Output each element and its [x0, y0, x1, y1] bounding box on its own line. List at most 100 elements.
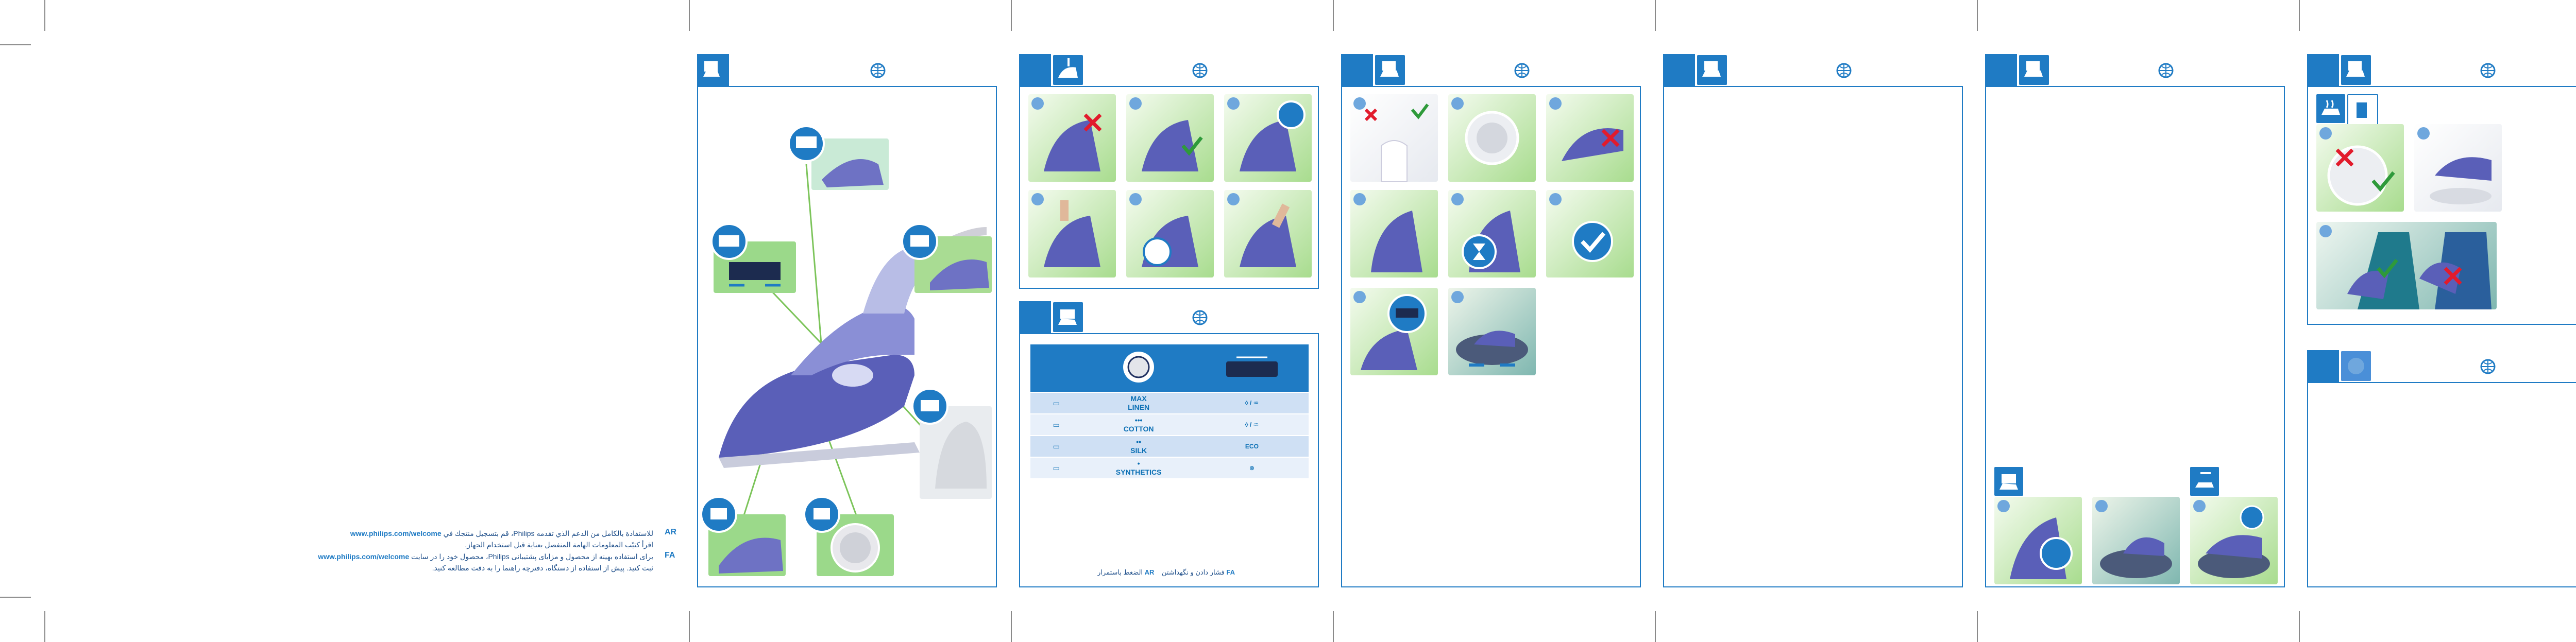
- globe-language-icon: [2480, 358, 2496, 375]
- step-cell: [1224, 94, 1312, 182]
- iron-dots-icon: ▭: [1030, 436, 1082, 458]
- footer-fa-label: FA: [1226, 568, 1235, 576]
- setting-silk: •• SILK: [1082, 436, 1195, 458]
- panel2-footer: FA فشار دادن و نگهداشتن AR الضغط باستمرا…: [1097, 568, 1235, 577]
- intro-fa-line-2: ثبت کنید. پیش از استفاده از دستگاه، دفتر…: [432, 564, 653, 572]
- panel-vertical-steam: [2307, 54, 2576, 587]
- page-number-block: [2307, 54, 2339, 86]
- step-cell: [2414, 124, 2502, 212]
- fold-mark: [1977, 611, 1978, 642]
- steam-value: ◊ / ♒: [1195, 392, 1309, 414]
- crop-mark: [0, 597, 31, 598]
- page-number-block: [2307, 350, 2339, 382]
- calc-clean-icon: [1994, 467, 2023, 496]
- fold-mark: [689, 0, 690, 31]
- crop-mark: [44, 0, 45, 31]
- vertical-steam-small-icon: [2347, 94, 2378, 125]
- panel-steam: [1341, 54, 1641, 587]
- steam-slider-icon: [1195, 344, 1309, 393]
- setting-cotton: ••• COTTON: [1082, 414, 1195, 436]
- iron-dots-icon: ▭: [1030, 414, 1082, 436]
- intro-ar-text-1: للاستفادة بالكامل من الدعم الذي تقدمه Ph…: [443, 529, 653, 537]
- step-cell: [1350, 288, 1438, 375]
- steam-value: ◊ / ♒: [1195, 414, 1309, 436]
- vertical-steam-icon: [2341, 55, 2371, 85]
- table-row: ▭ • SYNTHETICS ⊗: [1030, 457, 1309, 479]
- globe-language-icon: [1836, 62, 1852, 79]
- crop-mark: [0, 44, 31, 45]
- unplug-icon: [2190, 467, 2219, 496]
- panel-header: [1019, 54, 1319, 86]
- globe-language-icon: [2158, 62, 2174, 79]
- step-cell: [2316, 124, 2404, 212]
- intro-fa-text-1: برای استفاده بهینه از محصول و مزایای پشت…: [411, 552, 653, 561]
- blank-frame: [1663, 86, 1963, 587]
- fold-mark: [1655, 0, 1656, 31]
- footer-ar-text: الضغط باستمرار: [1097, 568, 1143, 576]
- panel-header: [1663, 54, 1963, 86]
- step-cell: [1546, 190, 1634, 277]
- globe-language-icon: [1192, 309, 1208, 326]
- footer-ar-label: AR: [1144, 568, 1155, 576]
- blank-frame-2: [2307, 382, 2576, 587]
- filling-steps-frame: [1019, 86, 1319, 289]
- page-number-block: [1985, 54, 2017, 86]
- intro-fa-line-1: برای استفاده بهینه از محصول و مزایای پشت…: [318, 551, 653, 562]
- iron-overview-illustration: [700, 125, 992, 576]
- step-cell: [2316, 222, 2497, 309]
- panel-cleaning: [1985, 54, 2285, 587]
- panel-header-2: [2307, 350, 2576, 382]
- fold-mark: [1011, 0, 1012, 31]
- step-cell: [1350, 94, 1438, 182]
- overview-frame: [697, 86, 997, 587]
- intro-fa-label: FA: [665, 551, 675, 560]
- settings-table-frame: ▭ MAX LINEN ◊ / ♒ ▭ ••• COTTON ◊ / ♒ ▭ •…: [1019, 333, 1319, 587]
- table-row: ▭ •• SILK ECO: [1030, 436, 1309, 458]
- step-cell: [2092, 497, 2180, 584]
- cleaning-frame: [1985, 86, 2285, 587]
- steam-boost-icon: [2316, 94, 2345, 123]
- panel-header: [1341, 54, 1641, 86]
- footer-fa-text: فشار دادن و نگهداشتن: [1161, 568, 1225, 576]
- iron-dots-icon: ▭: [1030, 457, 1082, 479]
- fold-mark: [2299, 0, 2300, 31]
- step-cell: [1350, 190, 1438, 277]
- crop-mark: [44, 611, 45, 642]
- steam-value: ECO: [1195, 436, 1309, 458]
- fabric-settings-table: ▭ MAX LINEN ◊ / ♒ ▭ ••• COTTON ◊ / ♒ ▭ •…: [1030, 344, 1309, 479]
- steam-iron-icon: [1375, 55, 1405, 85]
- globe-language-icon: [870, 62, 886, 79]
- step-cell: [1028, 94, 1116, 182]
- panel-blank-4: [1663, 54, 1963, 587]
- panel-header: [697, 54, 997, 86]
- fold-mark: [1011, 611, 1012, 642]
- panel-header: [2307, 54, 2576, 86]
- intro-ar-line-1: للاستفادة بالكامل من الدعم الذي تقدمه Ph…: [350, 528, 653, 539]
- step-cell: [1126, 94, 1214, 182]
- fold-mark: [1333, 611, 1334, 642]
- table-header-row: [1030, 344, 1309, 393]
- table-header: [1019, 301, 1319, 333]
- steam-value: ⊗: [1195, 457, 1309, 479]
- step-cell: [1546, 94, 1634, 182]
- panel-filling: ▭ MAX LINEN ◊ / ♒ ▭ ••• COTTON ◊ / ♒ ▭ •…: [1019, 54, 1319, 587]
- panel-overview: [697, 54, 997, 587]
- panel-header: [1985, 54, 2285, 86]
- table-row: ▭ ••• COTTON ◊ / ♒: [1030, 414, 1309, 436]
- globe-language-icon: [2480, 62, 2496, 79]
- page-number-block: [1019, 301, 1051, 333]
- steam-frame: [1341, 86, 1641, 587]
- step-cell: [1224, 190, 1312, 277]
- accessory-icon: [2341, 351, 2371, 381]
- fold-mark: [1333, 0, 1334, 31]
- globe-language-icon: [1192, 62, 1208, 79]
- temperature-icon: [1053, 302, 1083, 332]
- intro-ar-url[interactable]: www.philips.com/welcome: [350, 529, 442, 537]
- step-cell: [1126, 190, 1214, 277]
- step-cell: [1028, 190, 1116, 277]
- fold-mark: [1655, 611, 1656, 642]
- step-cell: [1448, 190, 1536, 277]
- globe-language-icon: [1514, 62, 1530, 79]
- intro-fa-url[interactable]: www.philips.com/welcome: [318, 552, 410, 561]
- table-row: ▭ MAX LINEN ◊ / ♒: [1030, 392, 1309, 414]
